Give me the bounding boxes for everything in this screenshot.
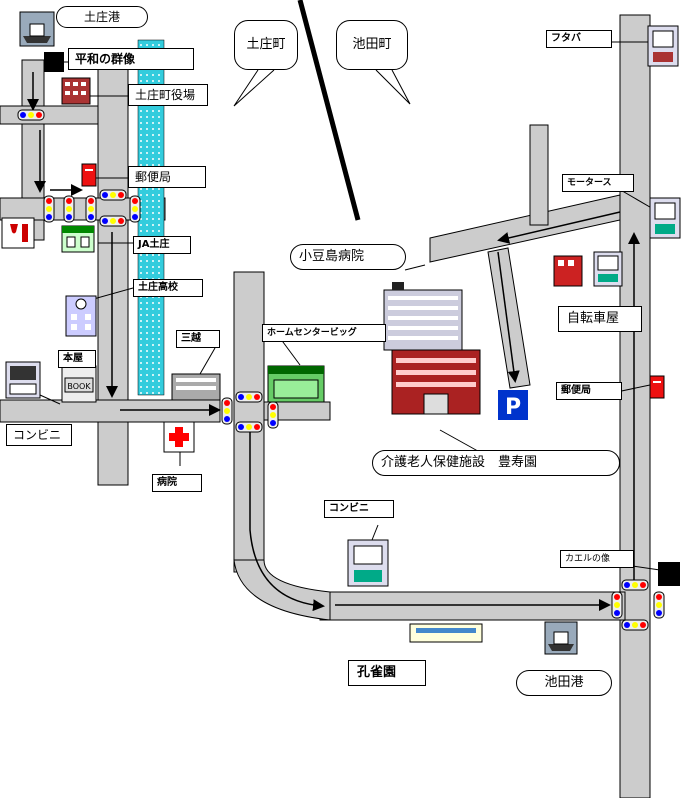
roads <box>0 14 651 798</box>
area-label-tonosho: 土庄町 <box>234 20 298 70</box>
shodoshima-hospital-building <box>383 282 463 351</box>
label-convenience-south: コンビニ <box>324 500 394 518</box>
home-center-building <box>267 365 325 403</box>
label-post-office-west: 郵便局 <box>128 166 206 188</box>
label-ja-tonosho: JA土庄 <box>133 236 191 254</box>
label-hospital-small: 病院 <box>152 474 202 492</box>
road-cross-upper <box>0 197 166 221</box>
traffic-signal-icon <box>221 397 233 425</box>
label-care-facility: 介護老人保健施設 豊寿園 <box>372 450 620 476</box>
traffic-signal-icon <box>653 591 665 619</box>
label-town-office: 土庄町役場 <box>128 84 208 106</box>
road-south-curve <box>233 559 331 621</box>
parking-icon: P <box>498 390 528 420</box>
label-motors: モータース <box>562 174 634 192</box>
traffic-signals <box>17 109 665 631</box>
label-mitsukoshi: 三越 <box>176 330 220 348</box>
traffic-signal-icon <box>621 619 649 631</box>
traffic-signal-icon <box>235 421 263 433</box>
route-arrows <box>27 72 640 612</box>
hospital-cross-icon <box>163 421 195 453</box>
svg-text:BOOK: BOOK <box>67 382 91 391</box>
traffic-signal-icon <box>17 109 45 121</box>
label-kujakuen: 孔雀園 <box>348 660 426 686</box>
label-tonosho-high: 土庄高校 <box>133 279 203 297</box>
care-facility-building <box>391 349 481 415</box>
kujakuen-building <box>409 623 483 643</box>
road-cross-lower-west <box>0 399 221 423</box>
label-post-office-east: 郵便局 <box>556 382 622 400</box>
statue-marker-icon <box>44 52 64 72</box>
label-ikeda-port: 池田港 <box>516 670 612 696</box>
statue-marker-icon <box>658 562 680 586</box>
label-home-center: ホームセンタービッグ <box>262 324 386 342</box>
store-icon <box>649 197 681 239</box>
post-box-icon <box>649 375 665 399</box>
traffic-signal-icon <box>99 189 127 201</box>
traffic-signal-icon <box>129 195 141 223</box>
road-south-horizontal <box>319 591 626 621</box>
ship-icon <box>544 621 578 655</box>
label-heiwa-statue: 平和の群像 <box>68 48 194 70</box>
label-shodoshima-hospital: 小豆島病院 <box>290 244 406 270</box>
shop-icon <box>61 225 95 253</box>
label-bicycle-shop: 自転車屋 <box>558 306 642 332</box>
wine-shop-icon <box>1 217 35 249</box>
road-parking-spur <box>487 247 531 389</box>
store-icon <box>593 251 623 287</box>
bicycle-shop-icon <box>553 255 583 287</box>
road-ne-diagonal <box>429 194 621 263</box>
area-label-ikeda: 池田町 <box>336 20 408 70</box>
traffic-signal-icon <box>99 215 127 227</box>
label-frog-statue: カエルの像 <box>560 550 634 568</box>
post-box-icon <box>81 163 97 187</box>
road-west-h1 <box>0 105 101 125</box>
svg-text:P: P <box>505 395 521 420</box>
label-tonosho-port: 土庄港 <box>56 6 148 28</box>
label-futaba: フタバ <box>546 30 612 48</box>
traffic-signal-icon <box>621 579 649 591</box>
road-east-vertical <box>619 14 651 798</box>
traffic-signal-icon <box>267 401 279 429</box>
ship-icon <box>19 11 55 47</box>
town-boundary <box>297 0 361 221</box>
store-icon <box>647 25 679 67</box>
store-icon <box>347 539 389 587</box>
traffic-signal-icon <box>235 391 263 403</box>
mitsukoshi-building <box>171 373 221 401</box>
traffic-signal-icon <box>85 195 97 223</box>
store-icon <box>5 361 41 399</box>
label-bookstore: 本屋 <box>58 350 96 368</box>
traffic-signal-icon <box>43 195 55 223</box>
school-icon <box>65 295 97 337</box>
road-hospital-spur <box>529 124 549 226</box>
building-icon <box>61 77 91 105</box>
traffic-signal-icon <box>63 195 75 223</box>
traffic-signal-icon <box>611 591 623 619</box>
book-store-icon: BOOK <box>61 365 97 403</box>
label-convenience-west: コンビニ <box>6 424 72 446</box>
